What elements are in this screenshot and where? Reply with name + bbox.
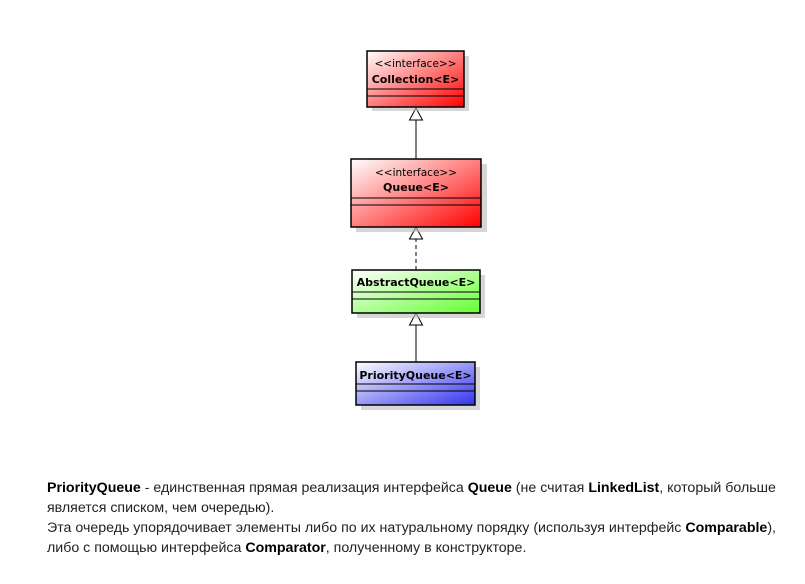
stereotype-label: <<interface>> bbox=[374, 58, 456, 70]
class-name: AbstractQueue<E> bbox=[357, 276, 476, 289]
class-node-collection[interactable]: <<interface>> Collection<E> bbox=[366, 50, 469, 111]
class-name: Queue<E> bbox=[383, 181, 449, 194]
description-text: PriorityQueue - единственная прямая реал… bbox=[47, 478, 787, 558]
stereotype-label: <<interface>> bbox=[375, 167, 457, 179]
term-comparable: Comparable bbox=[685, 520, 768, 536]
text-segment: - единственная прямая реализация интерфе… bbox=[140, 480, 468, 496]
text-segment: ), либо с помощью интерфейса bbox=[47, 520, 776, 556]
edge-queue-collection bbox=[408, 106, 424, 159]
class-node-abstractqueue[interactable]: AbstractQueue<E> bbox=[351, 269, 485, 318]
class-name: Collection<E> bbox=[372, 73, 460, 86]
edge-priorityqueue-abstractqueue bbox=[408, 311, 424, 362]
term-queue: Queue bbox=[467, 480, 512, 496]
text-segment: (не считая bbox=[511, 480, 589, 496]
term-linkedlist: LinkedList bbox=[588, 480, 660, 496]
uml-class-diagram: <<interface>> Collection<E> <<interface>… bbox=[350, 50, 487, 410]
edge-abstractqueue-queue bbox=[408, 225, 424, 270]
class-name: PriorityQueue<E> bbox=[359, 369, 471, 382]
class-node-queue[interactable]: <<interface>> Queue<E> bbox=[350, 158, 487, 232]
text-segment: Эта очередь упорядочивает элементы либо … bbox=[47, 520, 686, 536]
text-segment: , который больше является списком, чем о… bbox=[47, 480, 776, 516]
text-segment: , полученному в конструкторе. bbox=[325, 540, 527, 556]
term-priorityqueue: PriorityQueue bbox=[47, 480, 141, 496]
description-paragraph-1: PriorityQueue - единственная прямая реал… bbox=[47, 478, 787, 518]
term-comparator: Comparator bbox=[245, 540, 326, 556]
class-node-priorityqueue[interactable]: PriorityQueue<E> bbox=[355, 361, 480, 410]
description-paragraph-2: Эта очередь упорядочивает элементы либо … bbox=[47, 518, 787, 558]
